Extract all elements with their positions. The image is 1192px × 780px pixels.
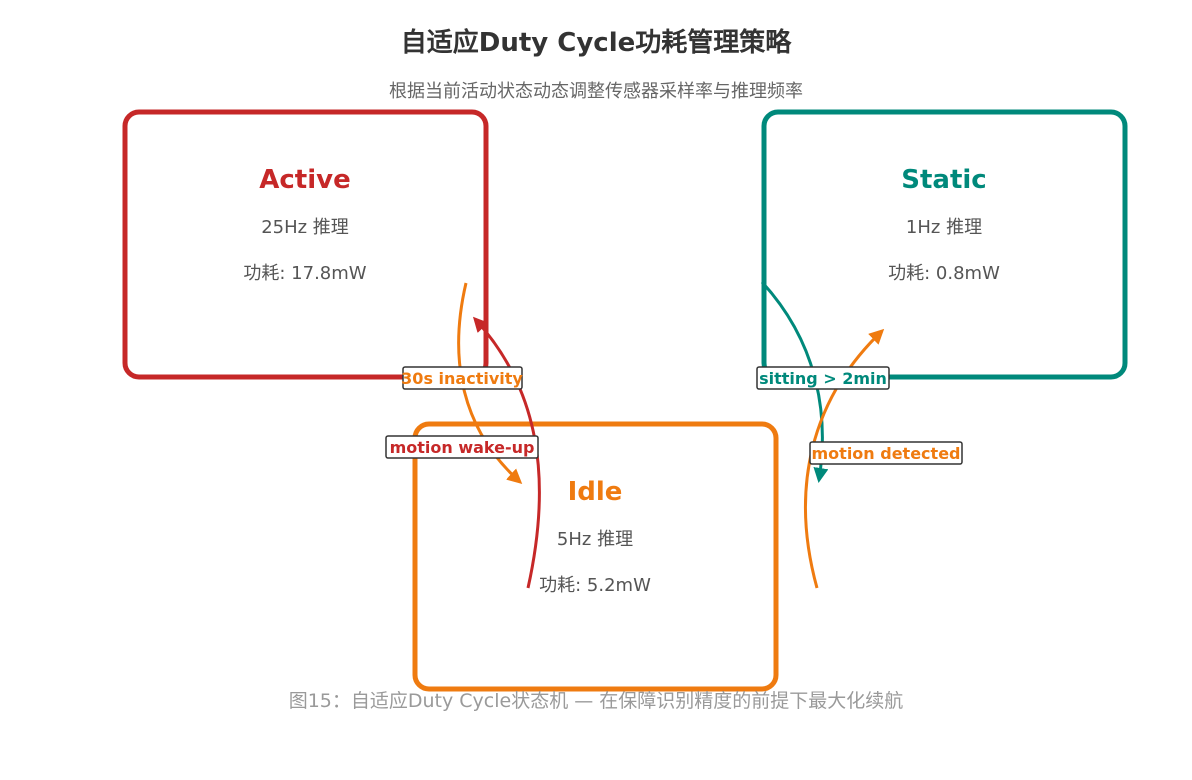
label-text: sitting > 2min — [759, 369, 887, 388]
state-active: Active 25Hz 推理 功耗: 17.8mW — [122, 109, 489, 380]
state-static: Static 1Hz 推理 功耗: 0.8mW — [761, 109, 1128, 380]
state-idle-name: Idle — [568, 477, 623, 507]
state-idle-power: 功耗: 5.2mW — [539, 575, 651, 596]
transition-idle-to-active-label: motion wake-up — [385, 435, 539, 459]
state-idle: Idle 5Hz 推理 功耗: 5.2mW — [412, 421, 779, 692]
state-active-rate: 25Hz 推理 — [261, 217, 349, 238]
state-idle-rate: 5Hz 推理 — [557, 529, 633, 550]
transition-active-to-idle-arrow — [457, 282, 523, 485]
state-active-box — [122, 109, 489, 380]
state-static-power: 功耗: 0.8mW — [888, 263, 1000, 284]
diagram-title: 自适应Duty Cycle功耗管理策略 — [400, 28, 792, 58]
label-text: 30s inactivity — [401, 369, 523, 388]
state-static-name: Static — [901, 165, 986, 195]
state-static-rate: 1Hz 推理 — [906, 217, 982, 238]
label-box — [402, 366, 523, 390]
transition-idle-to-static-label: motion detected — [809, 441, 963, 465]
transition-static-to-idle-label: sitting > 2min — [756, 366, 890, 390]
transition-active-to-idle-label: 30s inactivity — [401, 366, 523, 390]
label-box — [756, 366, 890, 390]
label-text: motion wake-up — [390, 438, 535, 457]
state-static-box — [761, 109, 1128, 380]
state-active-name: Active — [259, 165, 350, 195]
figure-caption: 图15：自适应Duty Cycle状态机 — 在保障识别精度的前提下最大化续航 — [288, 690, 904, 712]
label-text: motion detected — [812, 444, 961, 463]
label-box — [809, 441, 963, 465]
diagram-subtitle: 根据当前活动状态动态调整传感器采样率与推理频率 — [389, 81, 803, 102]
label-box — [385, 435, 539, 459]
state-idle-box — [412, 421, 779, 692]
state-active-power: 功耗: 17.8mW — [243, 263, 366, 284]
